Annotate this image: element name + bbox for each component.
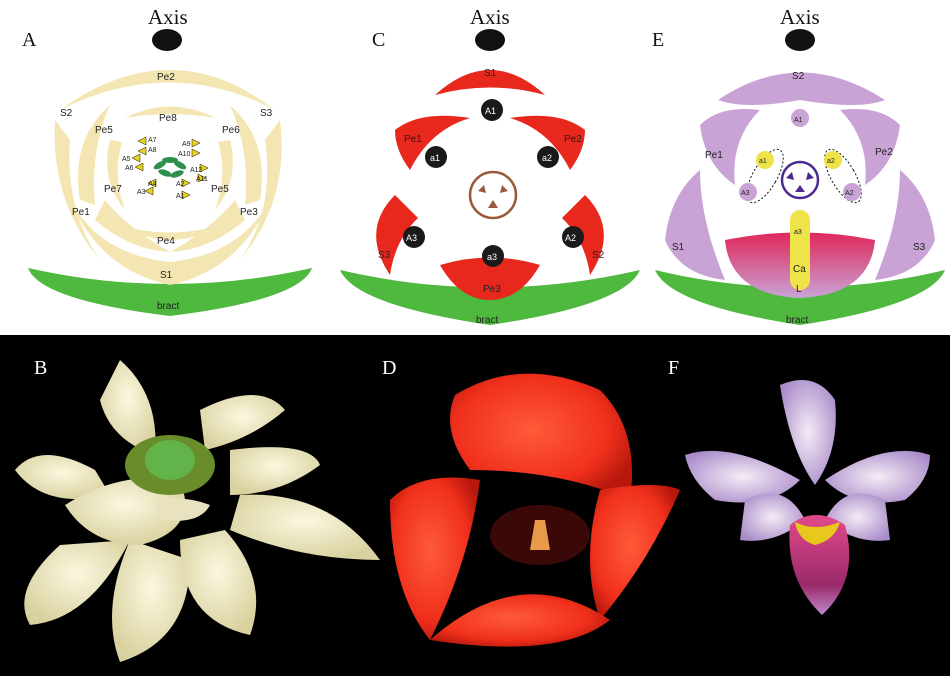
label-s2-a: S2 <box>60 108 73 119</box>
label-pe5-right-a: Pe5 <box>211 184 229 195</box>
axis-label-e: Axis <box>780 5 820 29</box>
label-s3-e: S3 <box>913 242 926 253</box>
label-a8: A8 <box>148 147 157 154</box>
label-a3-e: A3 <box>741 190 750 197</box>
label-pe6-a: Pe6 <box>222 125 240 136</box>
label-a2s-c: a2 <box>542 153 552 163</box>
label-a1: A1 <box>176 193 185 200</box>
gynoecium-c <box>470 172 516 218</box>
label-bract-e: bract <box>786 315 808 326</box>
panel-letter-a: A <box>22 29 37 51</box>
label-bract-c: bract <box>476 315 498 326</box>
label-bract-a: bract <box>157 301 179 312</box>
axis-dot-c <box>475 29 505 51</box>
label-l-e: L <box>796 284 802 295</box>
panel-letter-b: B <box>34 357 47 379</box>
panel-letter-c: C <box>372 29 385 51</box>
label-pe2-e: Pe2 <box>875 147 893 158</box>
label-s1-a: S1 <box>160 270 173 281</box>
label-a2-c: A2 <box>565 233 576 243</box>
panel-letter-d: D <box>382 357 396 379</box>
label-a10: A10 <box>178 151 191 158</box>
label-a1s-e: a1 <box>759 158 767 165</box>
label-a2: A2 <box>176 181 185 188</box>
carpels-b <box>145 440 195 480</box>
label-a11: A11 <box>196 176 208 183</box>
label-pe1-a: Pe1 <box>72 207 90 218</box>
label-a1s-c: a1 <box>430 153 440 163</box>
label-a2s-e: a2 <box>827 158 835 165</box>
label-pe3-a: Pe3 <box>240 207 258 218</box>
label-a3-c: A3 <box>406 233 417 243</box>
label-pe7-a: Pe7 <box>104 184 122 195</box>
label-a1-e: A1 <box>794 117 803 124</box>
panel-letter-e: E <box>652 29 664 51</box>
axis-label-c: Axis <box>470 5 510 29</box>
label-s2-c: S2 <box>592 250 605 261</box>
column-e <box>790 210 810 290</box>
label-s1-e: S1 <box>672 242 685 253</box>
label-s3-a: S3 <box>260 108 273 119</box>
label-pe4-a: Pe4 <box>157 236 175 247</box>
gynoecium-e <box>782 162 818 198</box>
label-pe1-c: Pe1 <box>404 134 422 145</box>
label-a9: A9 <box>182 141 191 148</box>
axis-dot-a <box>152 29 182 51</box>
label-a5: A5 <box>122 156 131 163</box>
label-pe2-a: Pe2 <box>157 72 175 83</box>
panel-letter-f: F <box>668 357 679 379</box>
label-a3s-e: a3 <box>794 229 802 236</box>
axis-dot-e <box>785 29 815 51</box>
label-a7: A7 <box>148 137 157 144</box>
label-s1-c: S1 <box>484 68 497 79</box>
label-a12: A12 <box>190 167 203 174</box>
label-a3s-c: a3 <box>487 252 497 262</box>
label-ca-e: Ca <box>793 264 806 275</box>
label-pe3-c: Pe3 <box>483 284 501 295</box>
label-pe1-e: Pe1 <box>705 150 723 161</box>
label-s2-e: S2 <box>792 71 805 82</box>
label-s3-c: S3 <box>378 250 391 261</box>
label-a3: A3 <box>137 189 146 196</box>
label-pe2-c: Pe2 <box>564 134 582 145</box>
label-a2-e: A2 <box>845 190 854 197</box>
label-pe8-a: Pe8 <box>159 113 177 124</box>
label-a1-c: A1 <box>485 106 496 116</box>
label-a4: A4 <box>148 181 157 188</box>
axis-label-a: Axis <box>148 5 188 29</box>
label-pe5-left-a: Pe5 <box>95 125 113 136</box>
label-a6: A6 <box>125 165 134 172</box>
